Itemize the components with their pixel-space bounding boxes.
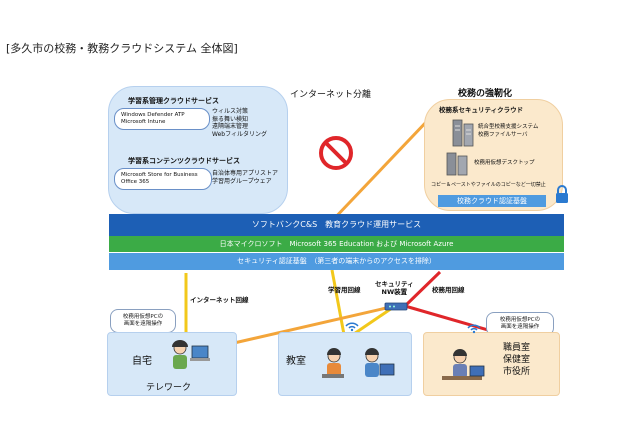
diagram-caption: [多久市の校務・教務クラウドシステム 全体図]	[6, 42, 238, 55]
wifi-icon	[345, 322, 359, 332]
callout-left: 校務用仮想PCの 画面を遠隔操作	[110, 309, 176, 333]
admin-auth-band: 校務クラウド認証基盤	[438, 195, 546, 207]
internet-line-label: インターネット回線	[190, 296, 249, 304]
microsoft-band: 日本マイクロソフト Microsoft 365 Education および Mi…	[109, 236, 564, 252]
home-label: 自宅	[132, 356, 152, 367]
staff-box	[423, 332, 560, 396]
learning-content-features: 自治体専用アプリストア 学習用グループウェア	[212, 170, 279, 185]
no-entry-icon	[319, 136, 353, 170]
orange-line-top	[328, 116, 432, 225]
learning-content-products: Microsoft Store for Business Office 365	[114, 168, 212, 190]
separation-label: インターネット分離	[290, 90, 372, 100]
students-icon	[322, 348, 395, 378]
staff-label: 職員室 保健室 市役所	[503, 343, 531, 377]
admin-system: 統合型校務支援システム 校務ファイルサーバ	[478, 124, 539, 138]
server-icon-2	[446, 152, 468, 176]
admin-desktop: 校務用仮想デスクトップ	[474, 160, 535, 166]
learning-content-title: 学習系コンテンツクラウドサービス	[128, 157, 240, 165]
strengthen-label: 校務の強靭化	[458, 89, 513, 99]
admin-line-label: 校務用回線	[432, 286, 465, 294]
laptop-icon	[191, 345, 209, 359]
home-box	[107, 332, 237, 396]
telework-label: テレワーク	[146, 383, 192, 393]
security-nw-label: セキュリティ NW装置	[375, 280, 414, 296]
lock-icon	[556, 185, 568, 203]
operation-band: ソフトバンクC&S 教育クラウド運用サービス	[109, 214, 564, 236]
admin-line	[403, 270, 442, 308]
router-icon	[384, 302, 408, 311]
classroom-label: 教室	[286, 356, 306, 367]
learning-mgmt-title: 学習系管理クラウドサービス	[128, 97, 219, 105]
server-icon	[452, 119, 474, 147]
wifi-icon-2	[467, 324, 481, 334]
learning-mgmt-products: Windows Defender ATP Microsoft Intune	[114, 108, 210, 130]
security-band: セキュリティ認証基盤 （第三者の端末からのアクセスを排除）	[109, 253, 564, 270]
learning-mgmt-features: ウィルス対策 振る舞い検知 遠隔端末管理 Webフィルタリング	[212, 108, 267, 138]
admin-cloud-title: 校務系セキュリティクラウド	[439, 106, 524, 114]
learning-line-label: 学習用回線	[328, 286, 361, 294]
learning-cloud	[108, 86, 288, 214]
learning-line	[330, 269, 347, 341]
person-icon	[172, 340, 210, 369]
admin-note: コピー＆ペーストやファイルのコピーなど一切禁止	[431, 182, 546, 188]
staff-person-icon	[442, 349, 485, 380]
